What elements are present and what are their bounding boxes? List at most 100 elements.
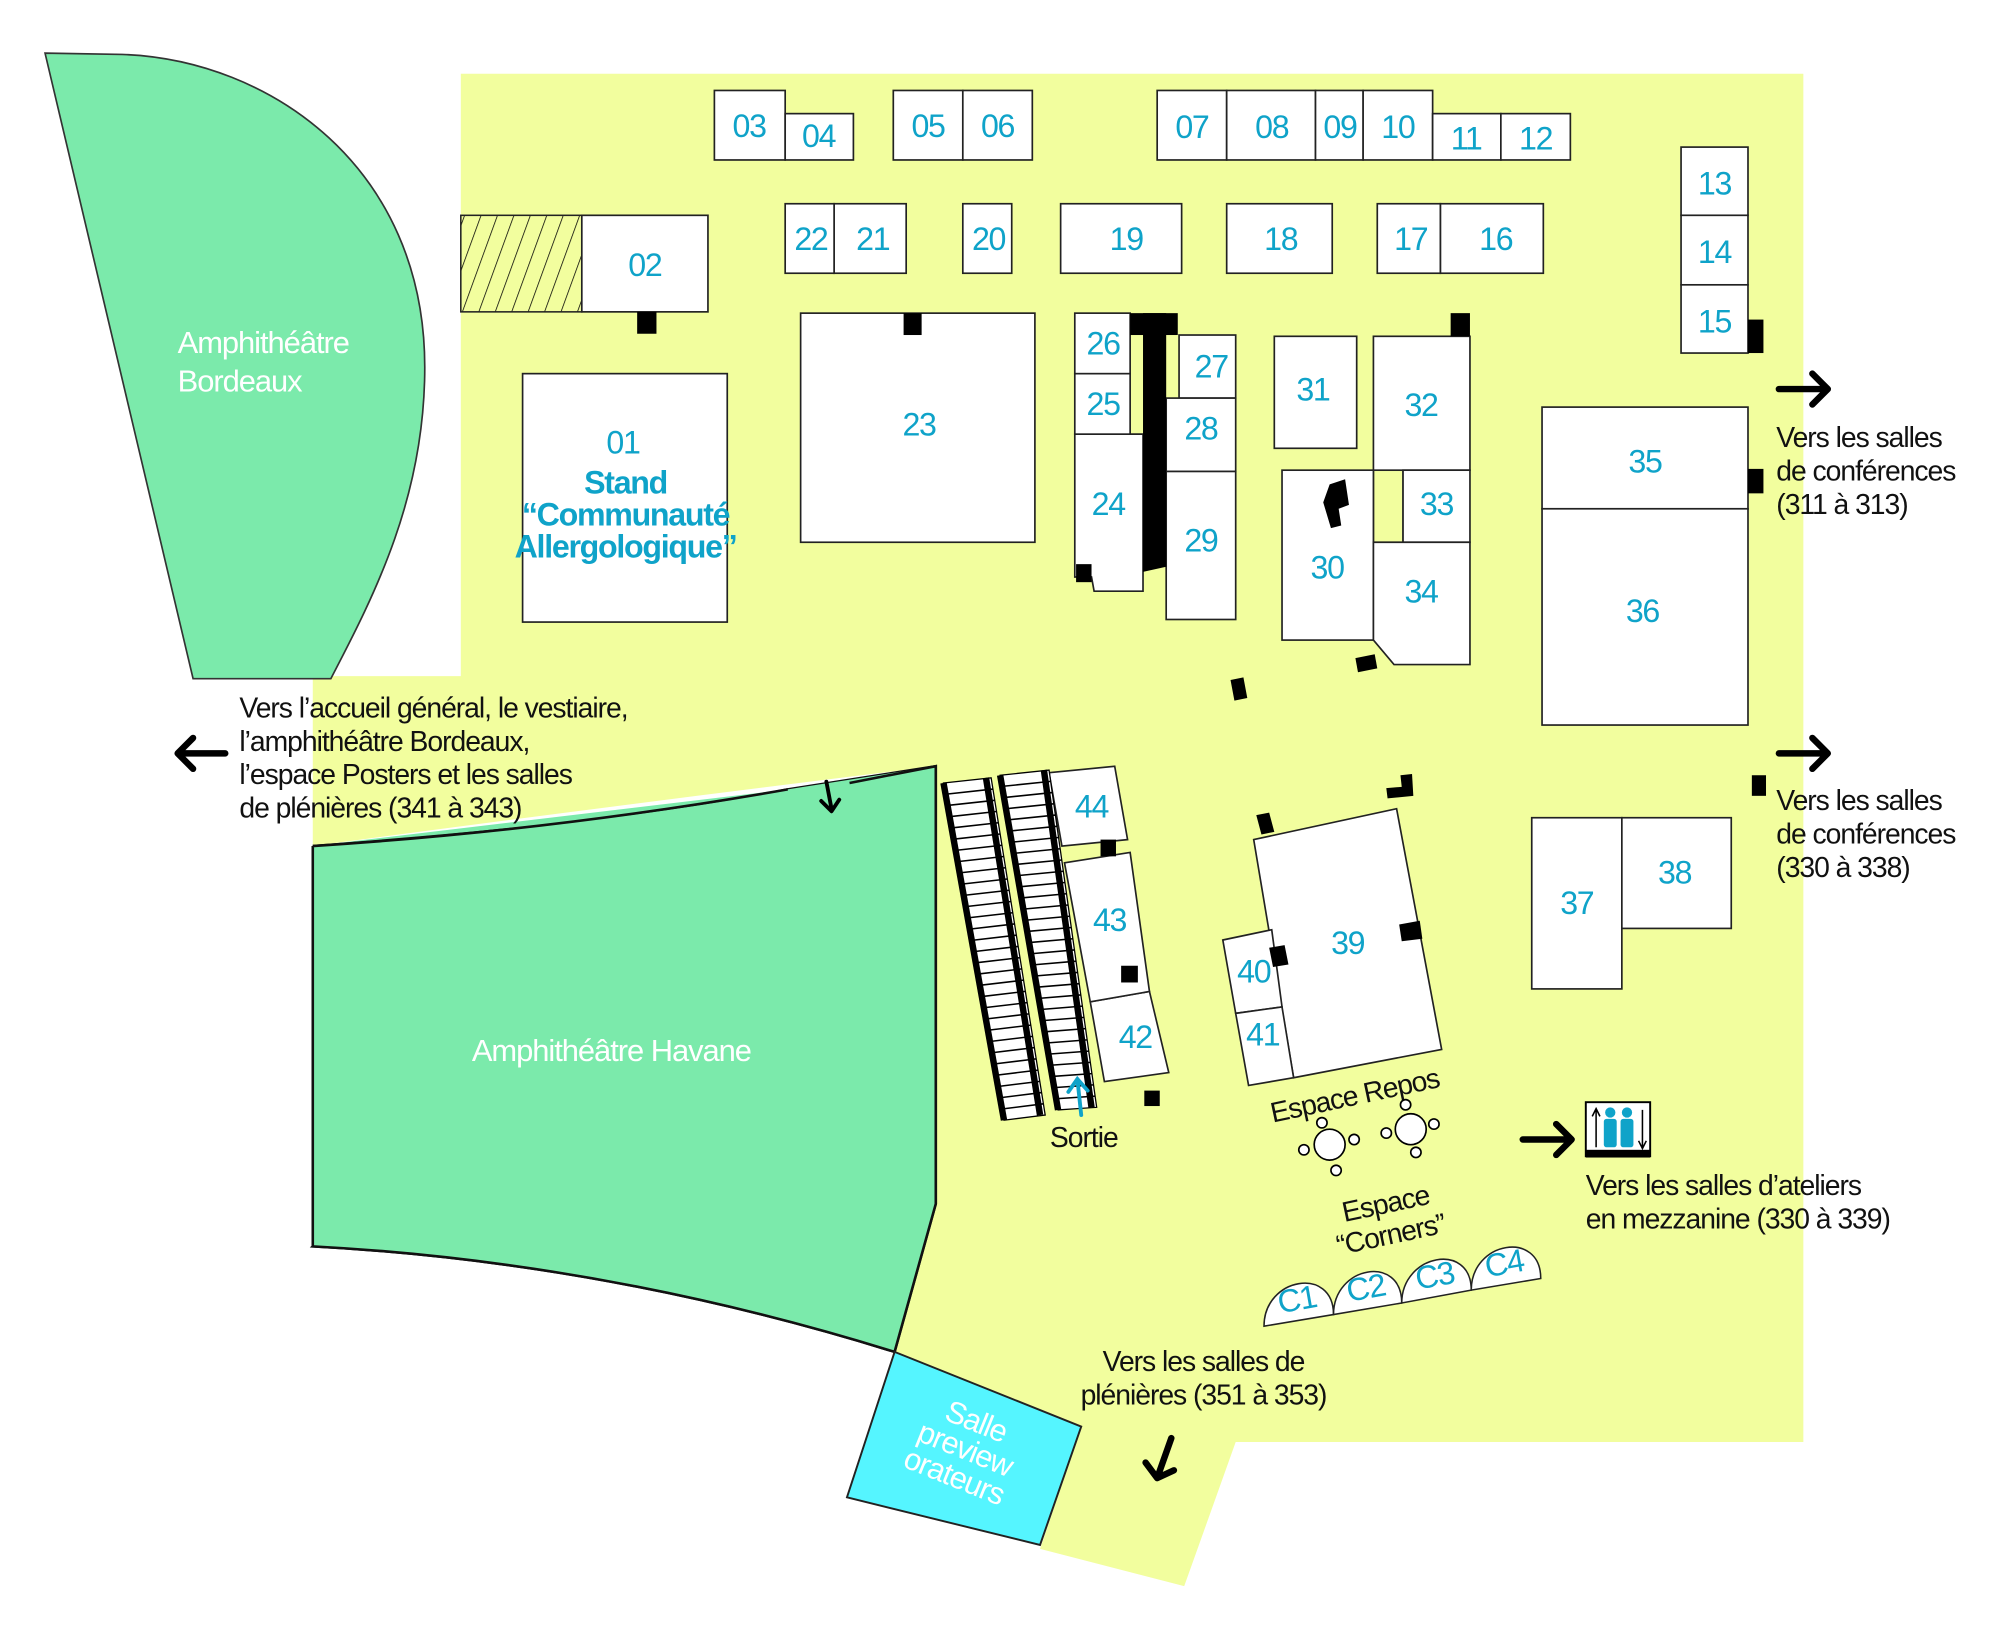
booth-number: 29	[1184, 522, 1218, 558]
booth-number: 24	[1092, 486, 1126, 522]
left-exit-line-1: Vers l’accueil général, le vestiaire,	[239, 691, 627, 723]
booth-01[interactable]: 01	[521, 372, 729, 623]
booth-37[interactable]: 37	[1530, 816, 1623, 990]
arrow-right-icon	[1775, 734, 1832, 773]
ateliers-line-2: en mezzanine (330 à 339)	[1586, 1202, 1890, 1234]
booth-12[interactable]: 12	[1500, 112, 1572, 161]
booth-13[interactable]: 13	[1680, 146, 1749, 217]
corner-c1[interactable]: C1	[1263, 1278, 1335, 1328]
booth-25[interactable]: 25	[1073, 372, 1131, 435]
corner-c4[interactable]: C4	[1470, 1242, 1542, 1292]
booth-20[interactable]: 20	[961, 202, 1013, 275]
booth-02[interactable]: 02	[580, 214, 709, 313]
conf-311-line-3: (311 à 313)	[1776, 488, 1907, 520]
booth-number: 13	[1698, 166, 1732, 202]
corner-label: C1	[1275, 1278, 1320, 1320]
elevator-icon[interactable]	[1584, 1101, 1652, 1158]
booth-22[interactable]: 22	[784, 202, 835, 275]
booth-11[interactable]: 11	[1431, 112, 1502, 161]
bordeaux-label-1: Amphithéâtre	[178, 325, 349, 360]
booth-14[interactable]: 14	[1680, 214, 1749, 286]
booth-number: 33	[1420, 486, 1454, 522]
booth-number: 19	[1110, 221, 1144, 257]
booth-number: 23	[902, 406, 936, 442]
amphitheatre-bordeaux[interactable]: Amphithéâtre Bordeaux	[43, 52, 426, 680]
booth-32[interactable]: 32	[1372, 335, 1471, 472]
booth-18[interactable]: 18	[1225, 202, 1334, 275]
booth-35[interactable]: 35	[1541, 406, 1749, 510]
arrow-right-icon	[1775, 370, 1832, 408]
amphitheatre-havane[interactable]: Amphithéâtre Havane	[309, 764, 938, 1354]
booth-07[interactable]: 07	[1156, 89, 1228, 161]
booth-number: 01	[606, 424, 640, 460]
left-exit-line-3: l’espace Posters et les salles	[239, 758, 572, 790]
left-exit-line-4: de plénières (341 à 343)	[239, 792, 521, 824]
booth-19[interactable]: 19	[1059, 202, 1183, 275]
booth-number: 35	[1628, 444, 1662, 480]
booth-15[interactable]: 15	[1680, 283, 1749, 354]
booth-38[interactable]: 38	[1621, 816, 1733, 930]
arrow-down-icon	[1142, 1434, 1178, 1482]
conf-311-line-2: de conférences	[1776, 454, 1956, 486]
booth-28[interactable]: 28	[1165, 397, 1237, 473]
booth-33[interactable]: 33	[1402, 469, 1471, 544]
corner-c3[interactable]: C3	[1400, 1254, 1473, 1304]
booth-42[interactable]: 42	[1089, 990, 1170, 1083]
booth-number: 12	[1519, 121, 1553, 157]
booth-number: 10	[1381, 109, 1415, 145]
booth-10[interactable]: 10	[1362, 89, 1434, 161]
booth-03[interactable]: 03	[713, 89, 787, 161]
booth-number: 41	[1246, 1017, 1280, 1053]
booth-23[interactable]: 23	[799, 312, 1036, 544]
ateliers-line-1: Vers les salles d’ateliers	[1586, 1169, 1862, 1201]
booth-36[interactable]: 36	[1541, 507, 1749, 726]
corner-label: C2	[1344, 1267, 1389, 1309]
booth-08[interactable]: 08	[1225, 89, 1317, 161]
booth-number: 22	[794, 221, 828, 257]
corner-c2[interactable]: C2	[1332, 1267, 1403, 1316]
booth-34[interactable]: 34	[1372, 541, 1471, 666]
booth-21[interactable]: 21	[833, 202, 908, 275]
booth-number: 04	[802, 118, 836, 154]
booth-number: 34	[1404, 574, 1438, 610]
bordeaux-label-2: Bordeaux	[178, 364, 304, 399]
conf-311-line-1: Vers les salles	[1776, 421, 1942, 453]
conf-330-text: Vers les salles de conférences (330 à 33…	[1776, 784, 1957, 883]
plenieres-line-2: plénières (351 à 353)	[1081, 1379, 1327, 1411]
left-exit-line-2: l’amphithéâtre Bordeaux,	[239, 725, 529, 757]
escalator-2	[996, 769, 1098, 1111]
plenieres-351-text: Vers les salles de plénières (351 à 353)	[1081, 1345, 1328, 1411]
booth-16[interactable]: 16	[1439, 202, 1545, 275]
booth-06[interactable]: 06	[961, 89, 1034, 161]
booth-number: 31	[1296, 372, 1330, 408]
booth-number: 02	[628, 247, 662, 283]
booth-27[interactable]: 27	[1178, 334, 1237, 399]
booth-number: 14	[1698, 234, 1732, 270]
booth-40[interactable]: 40	[1221, 928, 1283, 1015]
booth-09[interactable]: 09	[1314, 89, 1364, 161]
booth-43[interactable]: 43	[1063, 851, 1151, 1003]
booth-number: 17	[1394, 221, 1428, 257]
booth-number: 42	[1119, 1019, 1153, 1055]
booth-number: 32	[1404, 387, 1438, 423]
escalator-icon	[940, 769, 1098, 1121]
booth-number: 43	[1093, 902, 1127, 938]
plenieres-line-1: Vers les salles de	[1103, 1345, 1305, 1377]
reserved-hatched-area	[460, 214, 583, 313]
booth-44[interactable]: 44	[1048, 765, 1129, 847]
booth-number: 11	[1451, 121, 1482, 157]
conf-330-line-3: (330 à 338)	[1776, 851, 1909, 883]
exit-arrow-icon	[1066, 1075, 1090, 1117]
salle-preview-orateurs[interactable]: Salle preview orateurs	[845, 1350, 1083, 1547]
corner-label: C4	[1482, 1242, 1527, 1284]
booth-05[interactable]: 05	[892, 89, 964, 161]
booth-41[interactable]: 41	[1234, 1005, 1295, 1087]
booth-26[interactable]: 26	[1073, 312, 1131, 375]
booth-04[interactable]: 04	[784, 112, 855, 161]
stand-01-label-3: Allergologique”	[515, 529, 737, 565]
booth-31[interactable]: 31	[1273, 335, 1358, 450]
booth-17[interactable]: 17	[1376, 202, 1442, 275]
booth-29[interactable]: 29	[1165, 470, 1237, 621]
